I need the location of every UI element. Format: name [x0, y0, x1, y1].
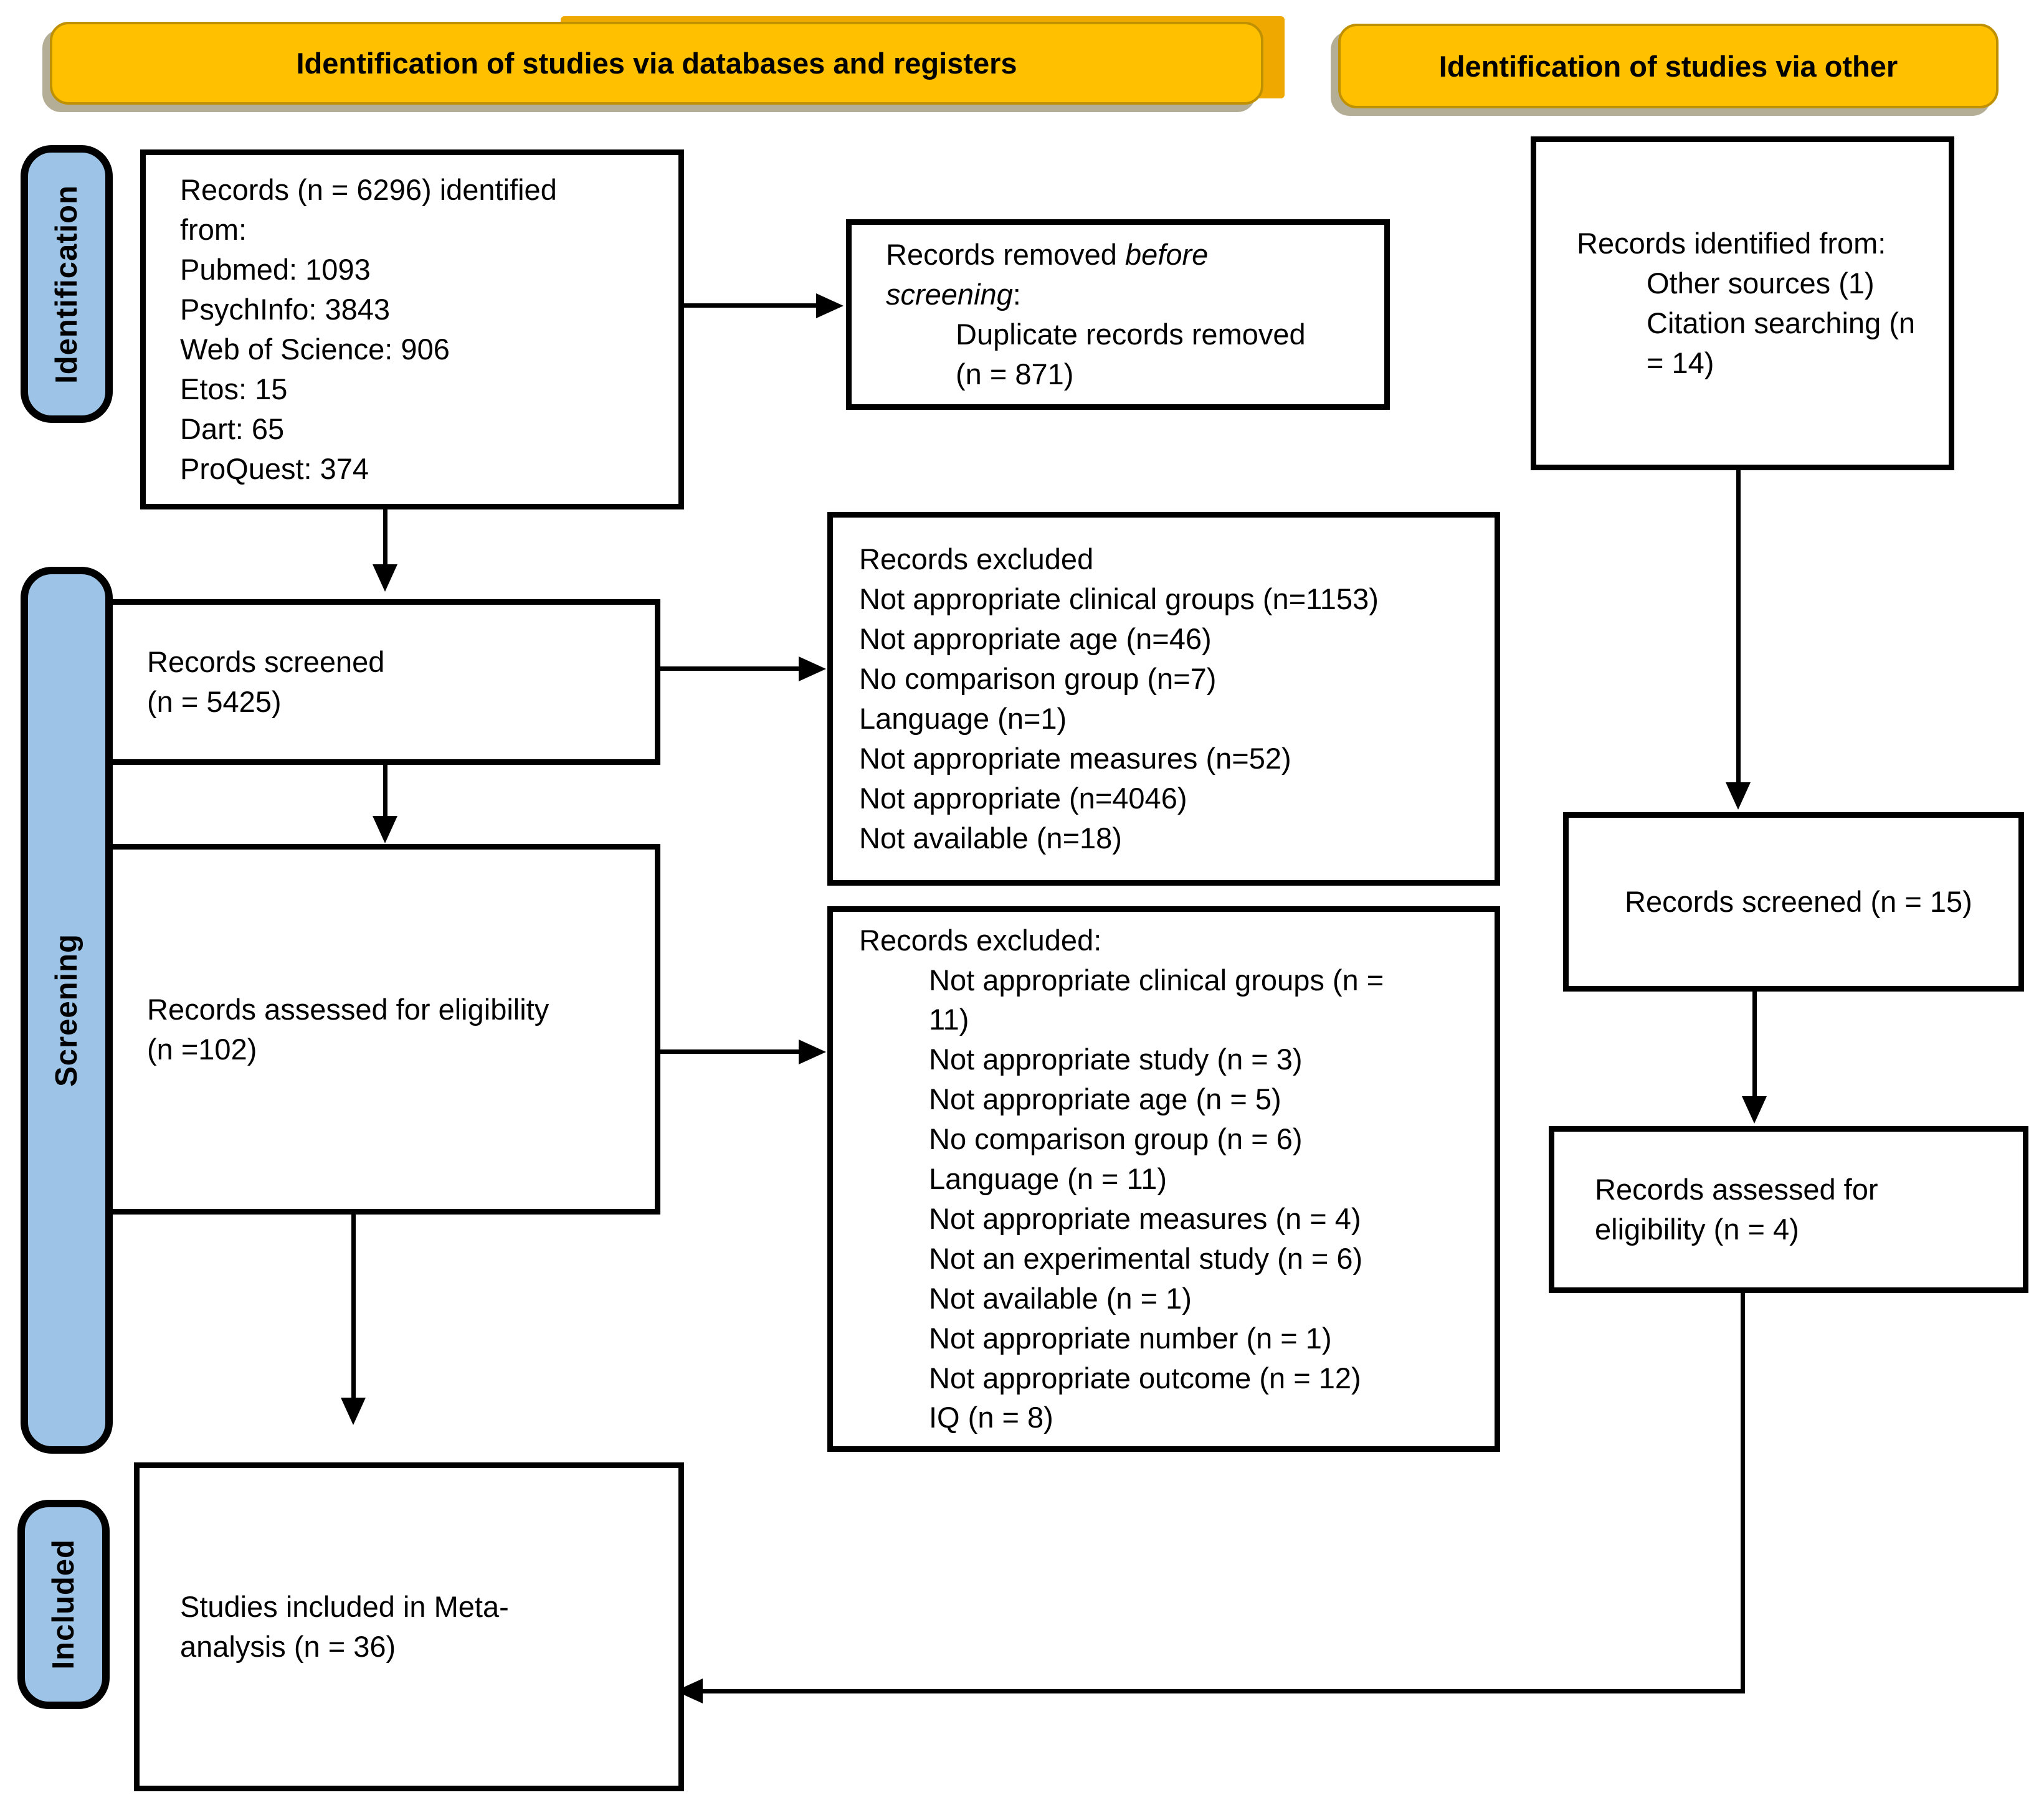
stage-label-screening-text: Screening	[50, 934, 83, 1087]
box-records-screened-other: Records screened (n = 15)	[1563, 812, 2024, 992]
arrow-identified-to-screened-head	[373, 564, 397, 592]
arrow-screened-to-assessed-line	[383, 754, 387, 817]
header-other-sources: Identification of studies via other	[1338, 24, 1999, 108]
arrow-identified-to-screened-line	[383, 498, 387, 566]
box-records-assessed-text: Records assessed for eligibility(n =102)	[147, 992, 549, 1066]
stage-label-included-text: Included	[47, 1539, 80, 1670]
arrow-other-assessed-to-included-hline	[703, 1689, 1745, 1693]
arrow-assessed-to-included-head	[341, 1398, 366, 1425]
arrow-other-assessed-to-included-vline	[1741, 1282, 1745, 1693]
arrow-assessed-to-excluded-head	[799, 1040, 826, 1064]
arrow-assessed-to-excluded-line	[649, 1049, 800, 1054]
arrow-other-to-screened-head	[1726, 782, 1751, 810]
box-records-screened-text: Records screened(n = 5425)	[147, 645, 385, 718]
arrow-identified-to-removed-line	[673, 303, 817, 308]
box-records-excluded-eligibility-text: Records excluded:Not appropriate clinica…	[859, 923, 1384, 1434]
box-studies-included: Studies included in Meta-analysis (n = 3…	[134, 1462, 684, 1791]
arrow-screened-to-excluded-line	[649, 666, 800, 671]
header-databases-registers: Identification of studies via databases …	[50, 22, 1263, 105]
arrow-other-screened-to-assessed-line	[1752, 980, 1757, 1097]
box-records-identified-other: Records identified from:Other sources (1…	[1531, 136, 1954, 470]
box-records-identified-other-text: Records identified from:Other sources (1…	[1577, 227, 1916, 379]
box-records-excluded-eligibility: Records excluded:Not appropriate clinica…	[827, 906, 1500, 1452]
stage-label-included: Included	[17, 1500, 110, 1709]
arrow-assessed-to-included-line	[351, 1203, 356, 1399]
box-records-assessed: Records assessed for eligibility(n =102)	[107, 844, 660, 1215]
header-other-sources-label: Identification of studies via other	[1438, 49, 1898, 83]
stage-label-screening: Screening	[21, 567, 113, 1454]
stage-label-identification: Identification	[21, 145, 113, 423]
arrow-other-to-screened-line	[1736, 458, 1741, 784]
header-databases-registers-label: Identification of studies via databases …	[296, 47, 1017, 80]
arrow-identified-to-removed-head	[816, 293, 844, 318]
box-records-screened-other-text: Records screened (n = 15)	[1625, 885, 1972, 919]
arrow-screened-to-assessed-head	[373, 816, 397, 843]
stage-label-identification-text: Identification	[50, 184, 83, 384]
arrow-other-screened-to-assessed-head	[1742, 1096, 1767, 1124]
box-studies-included-text: Studies included in Meta-analysis (n = 3…	[180, 1590, 509, 1663]
box-records-screened: Records screened(n = 5425)	[107, 599, 660, 765]
arrow-screened-to-excluded-head	[799, 656, 826, 681]
